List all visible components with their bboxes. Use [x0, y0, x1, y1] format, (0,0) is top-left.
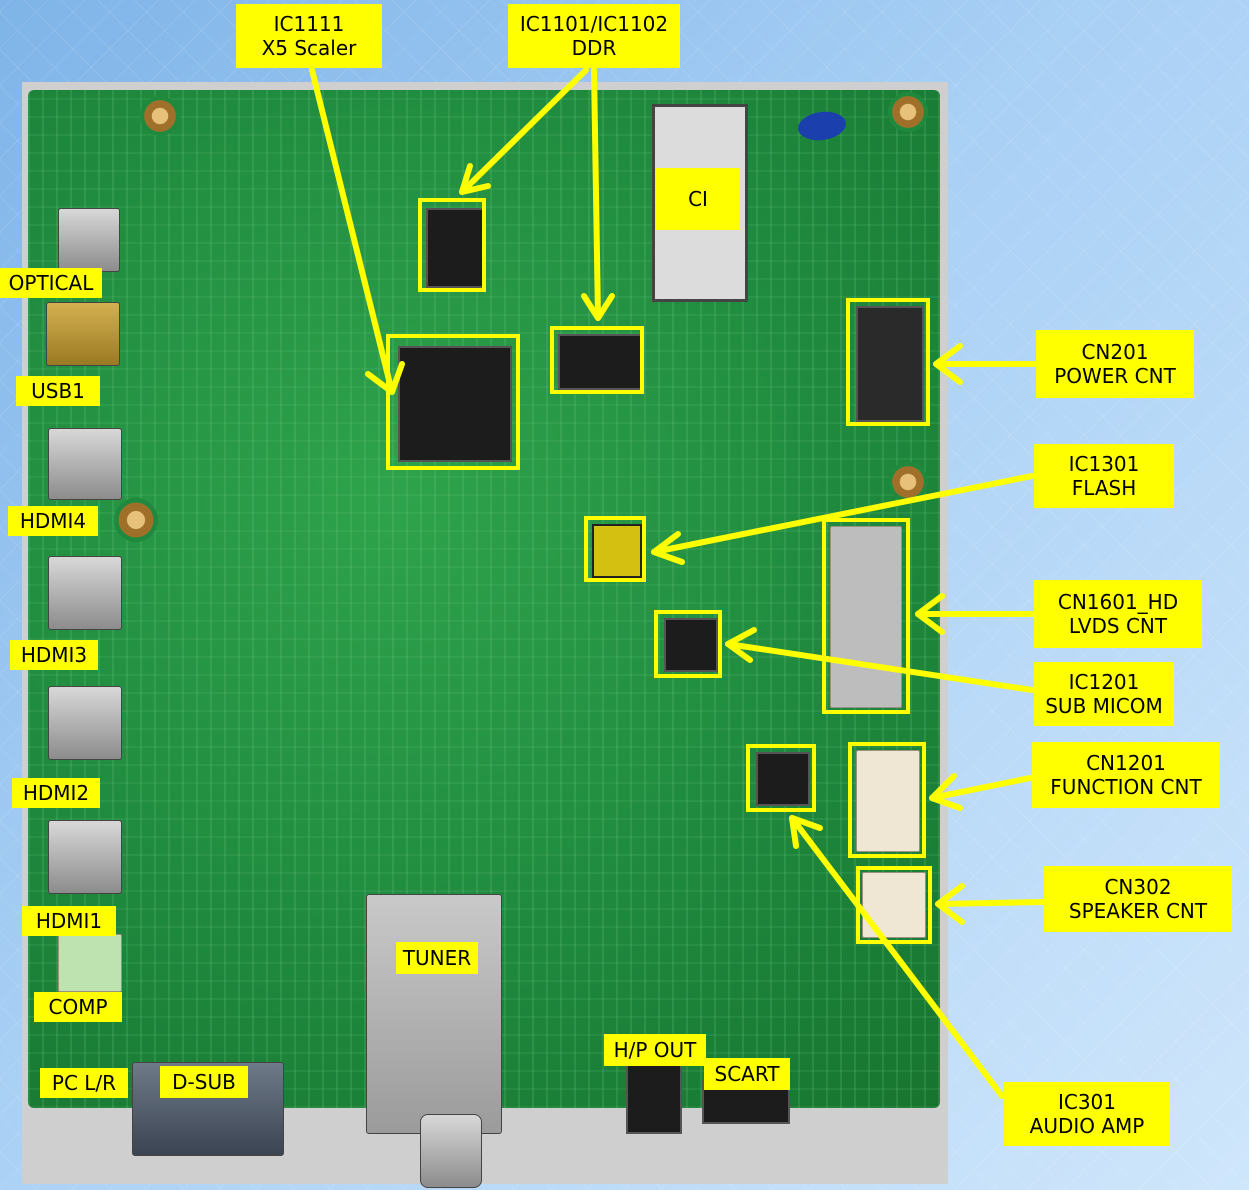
label-scart: SCART: [704, 1058, 790, 1090]
lvds-connector: [830, 526, 902, 708]
highlight-ddr-1: [418, 198, 486, 292]
highlight-ddr-2: [550, 326, 644, 394]
label-hdmi4: HDMI4: [8, 506, 98, 536]
arrowhead-cn1601: [915, 593, 945, 635]
arrow-ic301: [789, 815, 1005, 1099]
label-ic1301: IC1301 FLASH: [1034, 444, 1174, 508]
label-hdmi2: HDMI2: [12, 778, 100, 808]
label-ddr: IC1101/IC1102 DDR: [508, 4, 680, 68]
label-usb1: USB1: [16, 376, 100, 406]
highlight-cn201: [846, 298, 930, 426]
arrow-cn1201: [929, 775, 1033, 801]
arrowhead-cn201: [933, 343, 963, 385]
optical-port: [58, 208, 120, 272]
arrowhead-cn1201: [929, 773, 963, 811]
highlight-ic1301: [584, 516, 646, 582]
highlight-ic1111: [386, 334, 520, 470]
scaler-chip: [398, 346, 512, 462]
arrow-ic1201: [725, 641, 1035, 693]
label-ic1111: IC1111 X5 Scaler: [236, 4, 382, 68]
label-pc-lr: PC L/R: [40, 1068, 128, 1098]
hdmi3-port: [48, 556, 122, 630]
label-hp-out: H/P OUT: [604, 1034, 706, 1066]
label-tuner: TUNER: [396, 942, 478, 974]
label-cn302: CN302 SPEAKER CNT: [1044, 866, 1232, 932]
arrow-cn302: [935, 899, 1047, 907]
highlight-ic1201: [654, 610, 722, 678]
mounting-hole: [888, 92, 928, 132]
highlight-ic301: [746, 744, 816, 812]
arrowhead-ic301: [789, 815, 823, 849]
comp-jack: [58, 934, 122, 992]
label-comp: COMP: [34, 992, 122, 1022]
ddr-chip-2: [558, 334, 642, 390]
arrowhead-cn302: [935, 883, 965, 925]
label-ci: CI: [656, 168, 740, 230]
tuner-connector: [420, 1114, 482, 1188]
label-hdmi3: HDMI3: [10, 640, 98, 670]
label-cn201: CN201 POWER CNT: [1036, 330, 1194, 398]
label-cn1601: CN1601_HD LVDS CNT: [1034, 580, 1202, 648]
flash-chip: [592, 524, 642, 578]
audio-amp-chip: [756, 752, 810, 806]
sub-micom-chip: [664, 618, 718, 672]
power-connector: [856, 306, 924, 422]
label-ic1201: IC1201 SUB MICOM: [1034, 662, 1174, 726]
highlight-cn1201: [848, 742, 926, 858]
arrow-ddr-2: [591, 67, 601, 321]
arrowhead-ic1301: [651, 531, 685, 565]
arrow-ddr-1: [459, 67, 589, 195]
label-dsub: D-SUB: [160, 1066, 248, 1098]
function-connector: [856, 750, 920, 852]
mounting-hole: [114, 498, 158, 542]
usb-port: [46, 302, 120, 366]
label-cn1201: CN1201 FUNCTION CNT: [1032, 742, 1220, 808]
arrow-ic1301: [651, 473, 1035, 555]
hdmi1-port: [48, 820, 122, 894]
hdmi4-port: [48, 428, 122, 500]
hp-out-jack: [626, 1064, 682, 1134]
hdmi2-port: [48, 686, 122, 760]
arrowhead-ddr-2: [581, 293, 615, 321]
arrowhead-ic1201: [725, 627, 757, 663]
tuner-can: [366, 894, 502, 1134]
arrow-ic1111: [309, 67, 395, 395]
arrowhead-ic1111: [365, 361, 405, 395]
label-ic301: IC301 AUDIO AMP: [1004, 1082, 1170, 1146]
highlight-cn1601: [822, 518, 910, 714]
label-optical: OPTICAL: [0, 268, 102, 298]
mounting-hole: [140, 96, 180, 136]
label-hdmi1: HDMI1: [22, 906, 116, 936]
arrowhead-ddr-1: [459, 163, 491, 195]
